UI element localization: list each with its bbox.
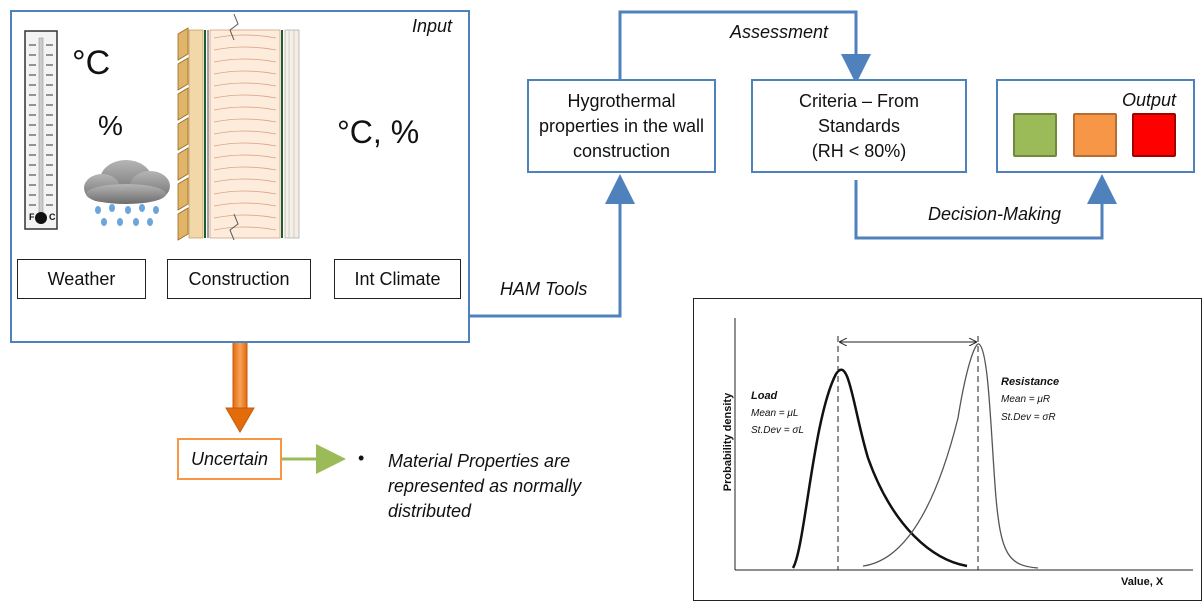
int-climate-label-box: Int Climate xyxy=(334,259,461,299)
thermometer-scale-label: F C xyxy=(29,212,62,222)
uncertain-arrow-head xyxy=(225,407,255,433)
resistance-curve xyxy=(862,343,1039,569)
criteria-box: Criteria – From Standards (RH < 80%) xyxy=(751,79,967,173)
rain-cloud-icon xyxy=(80,150,172,232)
decision-making-label: Decision-Making xyxy=(928,204,1062,224)
uncertain-box: Uncertain xyxy=(177,438,282,480)
temperature-symbol: °C xyxy=(72,44,111,82)
chart-xlabel: Value, X xyxy=(1121,576,1164,588)
thermometer-icon xyxy=(24,30,58,232)
chart-svg xyxy=(734,318,1193,571)
chart-ylabel: Probability density xyxy=(722,392,734,492)
humidity-symbol: % xyxy=(98,110,123,141)
hygrothermal-box: Hygrothermal properties in the wall cons… xyxy=(527,79,716,173)
load-series-name: Load xyxy=(751,390,778,402)
hygrothermal-text: Hygrothermal properties in the wall cons… xyxy=(538,90,705,161)
resistance-series-name: Resistance xyxy=(1001,376,1060,388)
load-sd-label: St.Dev = σL xyxy=(751,425,804,436)
output-title: Output xyxy=(1122,90,1177,110)
decision-connector xyxy=(854,174,1117,240)
resistance-sd-label: St.Dev = σR xyxy=(1001,412,1056,423)
assessment-connector xyxy=(618,10,871,85)
load-curve xyxy=(791,368,968,569)
output-green-square xyxy=(1013,113,1057,157)
load-mean-label: Mean = μL xyxy=(751,408,799,419)
criteria-rh-text: (RH < 80%) xyxy=(811,140,907,161)
probability-chart-frame xyxy=(693,298,1202,601)
material-properties-note: Material Properties are represented as n… xyxy=(388,451,582,521)
resistance-mean-label: Mean = μR xyxy=(1001,394,1051,405)
wall-section-icon xyxy=(174,13,306,241)
bullet-point: • xyxy=(358,448,365,468)
construction-label-box: Construction xyxy=(167,259,311,299)
ham-tools-label: HAM Tools xyxy=(500,279,588,299)
interior-symbol: °C, % xyxy=(337,114,420,150)
weather-label-box: Weather xyxy=(17,259,146,299)
assessment-label: Assessment xyxy=(730,22,829,42)
criteria-text: Criteria – From Standards xyxy=(798,90,919,136)
output-red-square xyxy=(1132,113,1176,157)
input-title: Input xyxy=(412,16,453,36)
probability-chart xyxy=(693,298,1202,601)
ham-tools-connector xyxy=(470,174,635,318)
output-orange-square xyxy=(1073,113,1117,157)
